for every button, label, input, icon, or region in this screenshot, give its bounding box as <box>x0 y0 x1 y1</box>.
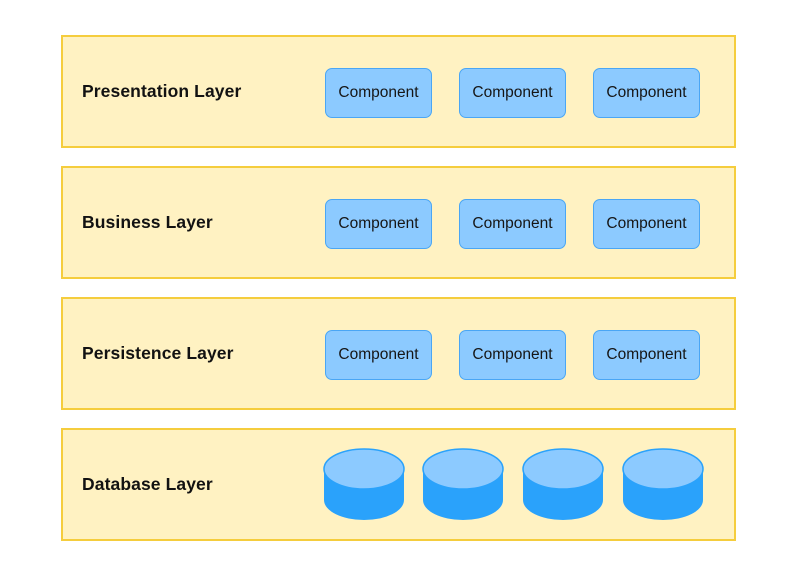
component-box: Component <box>325 330 432 380</box>
layer-label: Database Layer <box>82 474 213 494</box>
component-box: Component <box>459 330 566 380</box>
component-box: Component <box>593 330 700 380</box>
persistence-layer: Persistence Layer Component Component Co… <box>61 297 736 410</box>
database-icon <box>322 447 406 523</box>
presentation-layer: Presentation Layer Component Component C… <box>61 35 736 148</box>
component-box: Component <box>325 199 432 249</box>
database-icon <box>521 447 605 523</box>
component-box: Component <box>459 68 566 118</box>
database-icon <box>421 447 505 523</box>
component-box: Component <box>459 199 566 249</box>
layer-label: Business Layer <box>82 212 213 232</box>
layer-label: Persistence Layer <box>82 343 234 363</box>
component-box: Component <box>593 68 700 118</box>
layer-label: Presentation Layer <box>82 81 242 101</box>
component-box: Component <box>325 68 432 118</box>
component-box: Component <box>593 199 700 249</box>
database-layer: Database Layer <box>61 428 736 541</box>
business-layer: Business Layer Component Component Compo… <box>61 166 736 279</box>
database-icon <box>621 447 705 523</box>
